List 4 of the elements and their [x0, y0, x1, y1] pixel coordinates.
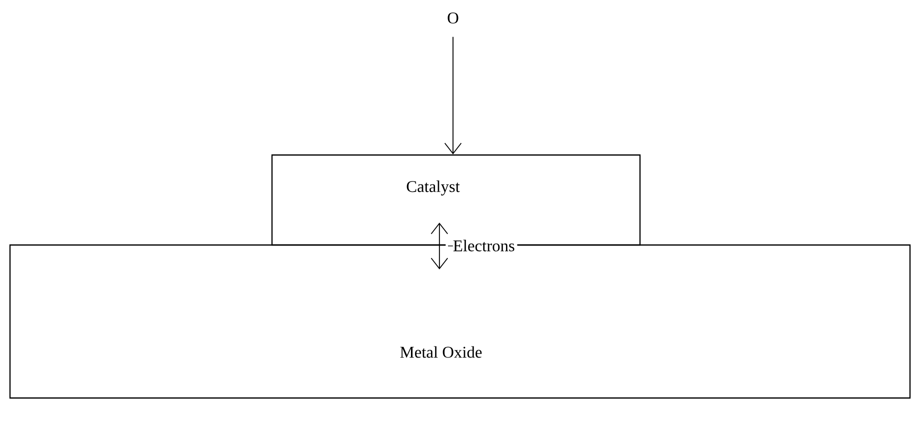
label-text: O [448, 12, 458, 24]
arrow [444, 36, 462, 154]
edge-label: Electrons [446, 237, 518, 254]
double-arrow [430, 222, 448, 270]
